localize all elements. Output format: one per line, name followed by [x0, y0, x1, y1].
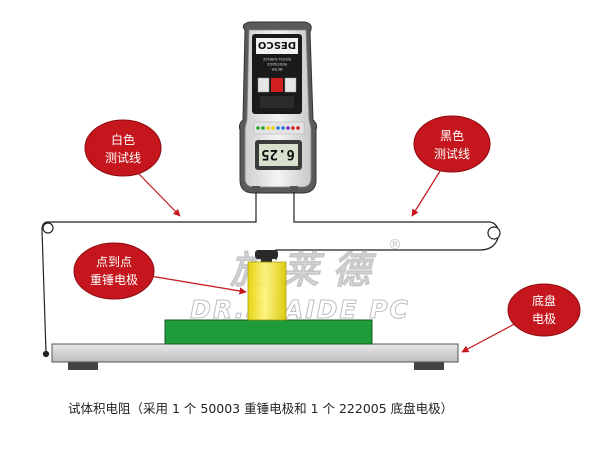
base-plate-foot-left [68, 360, 98, 370]
meter-leds [256, 126, 300, 130]
callout-black-test-lead: 黑色 测试线 [411, 115, 491, 217]
meter-button-left[interactable] [257, 77, 270, 93]
watermark-registered: ® [388, 237, 402, 253]
weight-body [247, 261, 287, 321]
meter-reading: 6.25 [261, 146, 295, 162]
white-test-lead-wire [41, 192, 257, 353]
meter-model-line2: RESISTANCE [267, 62, 287, 66]
meter-button-right[interactable] [284, 77, 297, 93]
weight-handle-stem [261, 258, 272, 263]
meter-model-line3: METER [271, 67, 283, 71]
point-weight-electrode [247, 250, 287, 321]
base-plate-label-line2: 电极 [532, 312, 556, 326]
white-lead-label-line2: 测试线 [105, 150, 141, 165]
callout-white-test-lead: 白色 测试线 [84, 119, 181, 217]
base-plate-electrode [51, 343, 459, 370]
test-specimen [164, 319, 373, 345]
test-leads [41, 192, 501, 358]
base-plate-label-line1: 底盘 [532, 293, 556, 308]
resistance-meter: DESCO DIGITAL SURFACE RESISTANCE METER 6… [238, 21, 318, 194]
weight-handle-knob [255, 250, 278, 259]
meter-display [259, 144, 298, 166]
white-lead-jack [252, 186, 260, 192]
black-lead-jack [290, 186, 298, 192]
point-weight-label-line1: 点到点 [96, 255, 132, 269]
black-lead-label-line2: 测试线 [434, 146, 470, 161]
meter-model-line1: DIGITAL SURFACE [263, 57, 291, 61]
meter-button-center[interactable] [271, 78, 283, 92]
base-plate-foot-right [414, 360, 444, 370]
meter-brand: DESCO [258, 39, 296, 50]
callout-point-weight-electrode: 点到点 重锤电极 [73, 242, 247, 300]
white-lead-label-line1: 白色 [111, 132, 135, 147]
figure-caption: 试体积电阻（采用 1 个 50003 重锤电极和 1 个 222005 底盘电极… [68, 401, 454, 416]
base-plate [51, 343, 459, 363]
black-lead-label-line1: 黑色 [440, 129, 464, 143]
point-weight-label-line2: 重锤电极 [90, 272, 138, 287]
callout-base-plate-electrode: 底盘 电极 [461, 283, 581, 353]
